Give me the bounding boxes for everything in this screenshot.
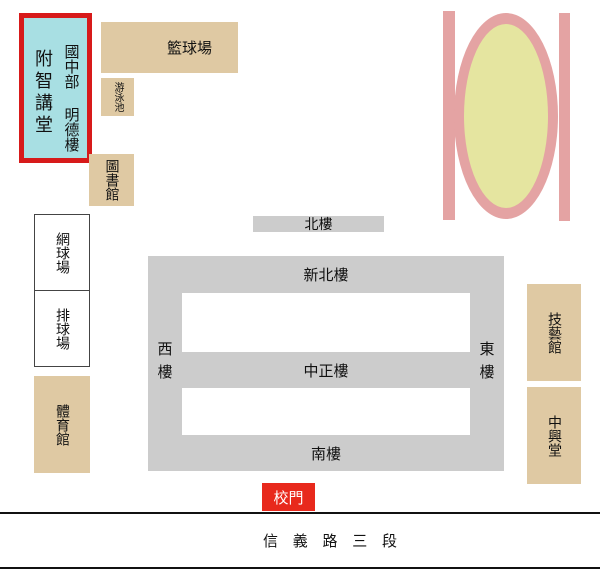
zhongzheng-label: 中正樓	[303, 361, 349, 380]
mingde-label: 國中部 明德樓	[62, 44, 81, 152]
gym-label: 體育館	[54, 403, 70, 446]
building-basketball-court[interactable]: 籃球場	[101, 22, 238, 73]
building-zhongzheng[interactable]: 中正樓	[182, 352, 470, 388]
main-building-complex: 新北樓 中正樓 南樓 西樓 東樓	[148, 256, 504, 471]
jiyi-label: 技藝館	[546, 311, 562, 354]
building-gym[interactable]: 體育館	[34, 376, 90, 473]
building-xinbei[interactable]: 新北樓	[182, 256, 470, 293]
building-jiyi[interactable]: 技藝館	[527, 284, 581, 381]
basketball-label: 籃球場	[166, 39, 212, 57]
sports-field-track[interactable]	[440, 8, 575, 224]
road-label: 信 義 路 三 段	[262, 532, 398, 550]
track-left-straight	[443, 11, 455, 220]
volleyball-label: 排球場	[54, 307, 70, 350]
north-label: 北樓	[304, 217, 333, 233]
zhongxing-label: 中興堂	[546, 414, 562, 457]
building-zhongxing[interactable]: 中興堂	[527, 387, 581, 484]
building-south[interactable]: 南樓	[182, 435, 470, 471]
building-pool[interactable]: 游泳池	[101, 78, 134, 116]
school-gate[interactable]: 校門	[262, 483, 315, 511]
road-edge-top	[0, 512, 600, 514]
building-east[interactable]: 東樓	[470, 256, 504, 471]
library-label: 圖書館	[103, 159, 120, 201]
field-oval	[464, 24, 548, 208]
xinbei-label: 新北樓	[303, 266, 349, 284]
volleyball-court[interactable]: 排球場	[34, 290, 90, 367]
building-west[interactable]: 西樓	[148, 256, 182, 471]
building-library[interactable]: 圖書館	[89, 154, 134, 206]
track-right-straight	[559, 13, 570, 221]
east-label: 東樓	[477, 340, 496, 387]
gate-label: 校門	[273, 488, 304, 507]
courtyard-south	[182, 388, 470, 435]
south-label: 南樓	[310, 444, 341, 463]
building-north[interactable]: 北樓	[253, 216, 384, 233]
pool-label: 游泳池	[112, 82, 123, 112]
road-edge-bottom	[0, 567, 600, 569]
courtyard-north	[182, 293, 470, 352]
building-auditorium-mingde[interactable]: 附智講堂 國中部 明德樓	[19, 13, 92, 163]
tennis-label: 網球場	[54, 231, 70, 274]
auditorium-label: 附智講堂	[32, 49, 53, 137]
tennis-court[interactable]: 網球場	[34, 214, 90, 291]
road: 信 義 路 三 段	[0, 514, 600, 567]
west-label: 西樓	[155, 340, 174, 387]
